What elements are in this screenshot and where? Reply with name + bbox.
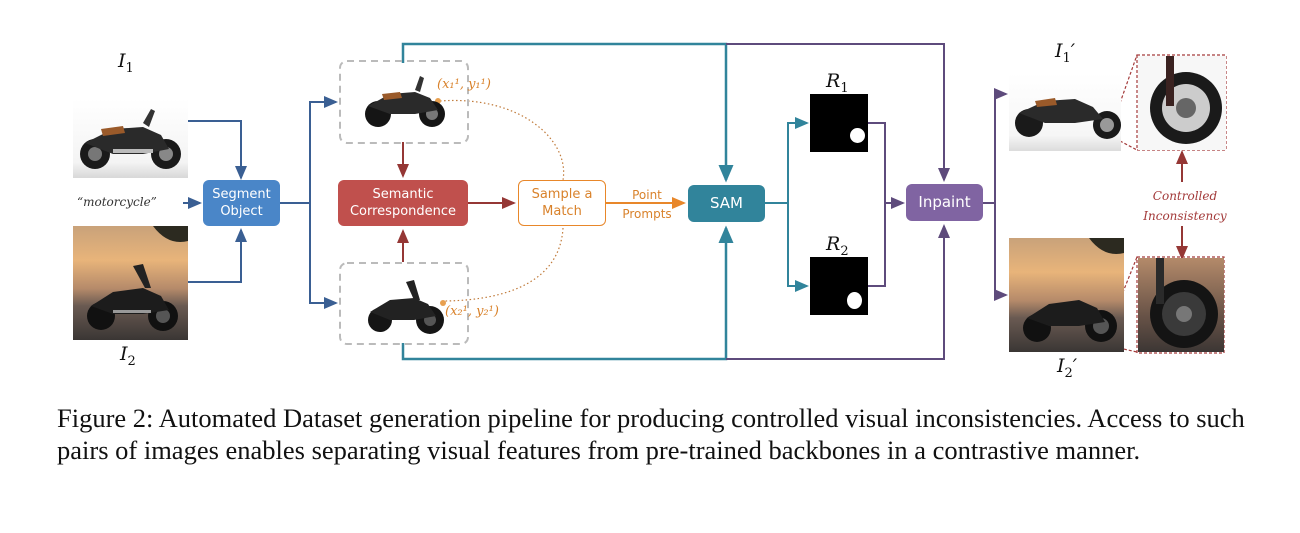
- crop-box-2: [339, 262, 469, 345]
- output-image-1: [1009, 73, 1121, 151]
- point-marker-2: [440, 300, 446, 306]
- motorcycle-icon: [87, 226, 188, 331]
- zoom-crop-2: [1138, 258, 1224, 352]
- sample-line-2: Match: [542, 204, 582, 219]
- point-prompts-label: Point Prompts: [622, 188, 672, 221]
- teal-loop-bottom: [401, 225, 734, 361]
- output-image-2-label: I2′: [1057, 355, 1078, 381]
- dotted-arc-matches: [439, 99, 565, 302]
- arrow-sam-to-masks: [765, 122, 806, 287]
- arrow-inpaint-to-outputs: [983, 93, 1004, 296]
- purple-loop-top: [726, 43, 950, 182]
- crop-box-1: [339, 60, 469, 144]
- segment-object-line-2: Object: [220, 204, 263, 219]
- mask-r1: [810, 94, 868, 152]
- segmented-crop-1: [360, 72, 450, 132]
- mask-r2-label: R2: [826, 233, 849, 259]
- input-image-2-label: I2: [120, 343, 136, 369]
- motorcycle-icon: [368, 280, 444, 334]
- motorcycle-icon: [365, 76, 445, 127]
- semantic-line-2: Correspondence: [349, 204, 457, 219]
- segment-object-line-1: Segment: [212, 187, 271, 202]
- purple-loop-bottom: [726, 224, 950, 360]
- wheel-icon: [1150, 56, 1222, 144]
- mask-r1-label: R1: [826, 70, 849, 96]
- segmented-crop-2: [362, 272, 446, 338]
- inpaint-box: Inpaint: [906, 184, 983, 221]
- point-label-1: (x₁¹, y₁¹): [437, 77, 491, 92]
- motorcycle-icon: [80, 109, 181, 169]
- wheel-icon: [1150, 258, 1218, 348]
- output-image-2: [1009, 238, 1124, 352]
- semantic-line-1: Semantic: [372, 187, 434, 202]
- figure-caption: Figure 2: Automated Dataset generation p…: [57, 403, 1245, 465]
- input-image-2: [73, 226, 188, 340]
- sample-match-box: Sample a Match: [518, 180, 606, 226]
- arrow-masks-to-inpaint: [868, 122, 902, 287]
- connector-layer: [183, 42, 1227, 361]
- point-label-2: (x₂¹, y₂¹): [445, 304, 499, 319]
- output-image-1-label: I1′: [1055, 40, 1076, 66]
- sample-line-1: Sample a: [531, 187, 593, 202]
- arrow-segment-to-crops: [280, 101, 336, 304]
- text-prompt: “motorcycle”: [77, 195, 157, 209]
- arrow-i2-to-segment: [188, 228, 247, 283]
- input-image-1: [73, 99, 188, 178]
- teal-loop-top: [401, 42, 734, 183]
- zoom-crop-1: [1138, 56, 1226, 150]
- motorcycle-icon: [1015, 98, 1121, 139]
- sam-box: SAM: [688, 185, 765, 222]
- motorcycle-icon: [1023, 238, 1124, 342]
- mask-r2: [810, 257, 868, 315]
- controlled-inconsistency-label: Controlled Inconsistency: [1143, 189, 1227, 223]
- input-image-1-label: I1: [118, 50, 134, 76]
- arrow-i1-to-segment: [188, 120, 247, 180]
